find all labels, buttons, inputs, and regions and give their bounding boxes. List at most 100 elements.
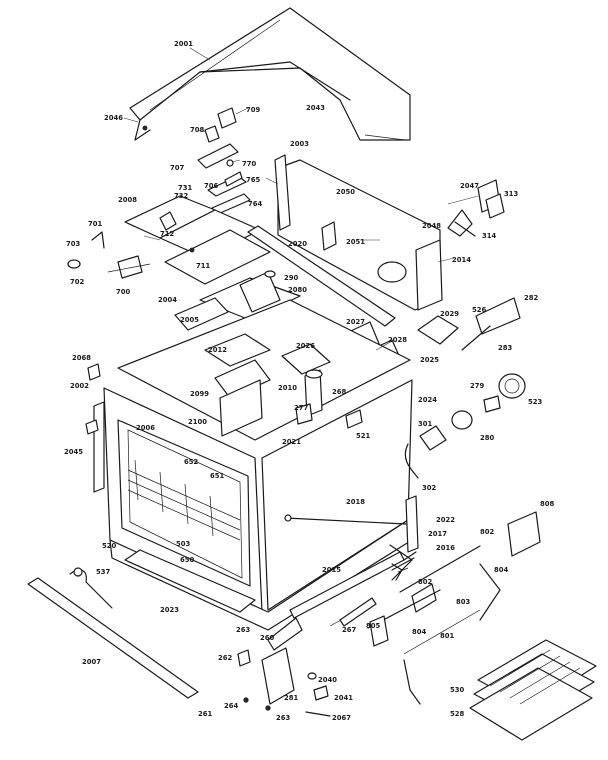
- label-808: 808: [540, 500, 554, 508]
- label-706: 706: [204, 182, 218, 190]
- label-701: 701: [88, 220, 102, 228]
- label-2014: 2014: [452, 256, 471, 264]
- label-281: 281: [284, 694, 298, 702]
- label-2046: 2046: [104, 114, 123, 122]
- label-2051: 2051: [346, 238, 365, 246]
- label-2002: 2002: [70, 382, 89, 390]
- rotisserie-hardware: [329, 511, 541, 705]
- label-2067: 2067: [332, 714, 351, 722]
- label-263-a: 263: [236, 626, 250, 634]
- label-2026: 2026: [296, 342, 315, 350]
- control-bracket: [124, 195, 271, 285]
- label-708: 708: [190, 126, 204, 134]
- left-small-parts: [67, 231, 151, 279]
- label-530: 530: [450, 686, 464, 694]
- label-2023: 2023: [160, 606, 179, 614]
- hinge-and-switch-parts: [197, 107, 251, 215]
- label-770: 770: [242, 160, 256, 168]
- label-262: 262: [218, 654, 232, 662]
- label-526: 526: [472, 306, 486, 314]
- label-2025: 2025: [420, 356, 439, 364]
- label-702: 702: [70, 278, 84, 286]
- label-651: 651: [210, 472, 224, 480]
- label-652: 652: [184, 458, 198, 466]
- oven-body: [93, 299, 419, 631]
- label-2047: 2047: [460, 182, 479, 190]
- label-280: 280: [480, 434, 494, 442]
- label-2029: 2029: [440, 310, 459, 318]
- label-2043: 2043: [306, 104, 325, 112]
- label-313: 313: [504, 190, 518, 198]
- label-2008: 2008: [118, 196, 137, 204]
- label-301: 301: [418, 420, 432, 428]
- label-2018: 2018: [346, 498, 365, 506]
- label-2027: 2027: [346, 318, 365, 326]
- label-264: 264: [224, 702, 238, 710]
- label-2045: 2045: [64, 448, 83, 456]
- label-2017: 2017: [428, 530, 447, 538]
- label-765: 765: [246, 176, 260, 184]
- label-2005: 2005: [180, 316, 199, 324]
- label-804-b: 804: [412, 628, 426, 636]
- front-small-parts: [85, 363, 101, 435]
- label-2001: 2001: [174, 40, 193, 48]
- label-802-b: 802: [418, 578, 432, 586]
- vent-duct: [174, 225, 396, 331]
- label-528: 528: [450, 710, 464, 718]
- label-2050: 2050: [336, 188, 355, 196]
- label-700: 700: [116, 288, 130, 296]
- label-520: 520: [102, 542, 116, 550]
- label-650: 650: [180, 556, 194, 564]
- label-2041: 2041: [334, 694, 353, 702]
- label-707: 707: [170, 164, 184, 172]
- label-302: 302: [422, 484, 436, 492]
- label-2040: 2040: [318, 676, 337, 684]
- label-2012: 2012: [208, 346, 227, 354]
- label-263-b: 263: [276, 714, 290, 722]
- label-2020: 2020: [288, 240, 307, 248]
- label-711: 711: [196, 262, 210, 270]
- label-261: 261: [198, 710, 212, 718]
- label-268: 268: [332, 388, 346, 396]
- leader-lines: [123, 47, 479, 351]
- broiler-pan: [469, 639, 597, 741]
- label-2022: 2022: [436, 516, 455, 524]
- label-764: 764: [248, 200, 262, 208]
- label-801: 801: [440, 632, 454, 640]
- label-703: 703: [66, 240, 80, 248]
- label-2048: 2048: [422, 222, 441, 230]
- label-709: 709: [246, 106, 260, 114]
- label-282: 282: [524, 294, 538, 302]
- label-279: 279: [470, 382, 484, 390]
- label-260: 260: [260, 634, 274, 642]
- front-trim: [27, 567, 199, 699]
- label-537: 537: [96, 568, 110, 576]
- label-267: 267: [342, 626, 356, 634]
- label-2004: 2004: [158, 296, 177, 304]
- label-802-a: 802: [480, 528, 494, 536]
- label-2080: 2080: [288, 286, 307, 294]
- label-2068: 2068: [72, 354, 91, 362]
- label-2028: 2028: [388, 336, 407, 344]
- label-2003: 2003: [290, 140, 309, 148]
- label-712: 712: [160, 230, 174, 238]
- label-2007: 2007: [82, 658, 101, 666]
- label-521: 521: [356, 432, 370, 440]
- label-731: 731: [178, 184, 192, 192]
- part-labels: 2001 2046 2043 709 708 707 770 706 765 7…: [64, 40, 554, 722]
- rear-panel: [274, 154, 443, 311]
- label-732: 732: [174, 192, 188, 200]
- label-290: 290: [284, 274, 298, 282]
- label-2006: 2006: [136, 424, 155, 432]
- label-277-a: 277: [294, 404, 308, 412]
- label-804-a: 804: [494, 566, 508, 574]
- label-805: 805: [366, 622, 380, 630]
- bottom-parts: [237, 557, 415, 717]
- label-2021: 2021: [282, 438, 301, 446]
- label-2016: 2016: [436, 544, 455, 552]
- label-2100: 2100: [188, 418, 207, 426]
- label-314: 314: [482, 232, 496, 240]
- label-2099: 2099: [190, 390, 209, 398]
- label-503: 503: [176, 540, 190, 548]
- thermostat-parts: [447, 179, 505, 237]
